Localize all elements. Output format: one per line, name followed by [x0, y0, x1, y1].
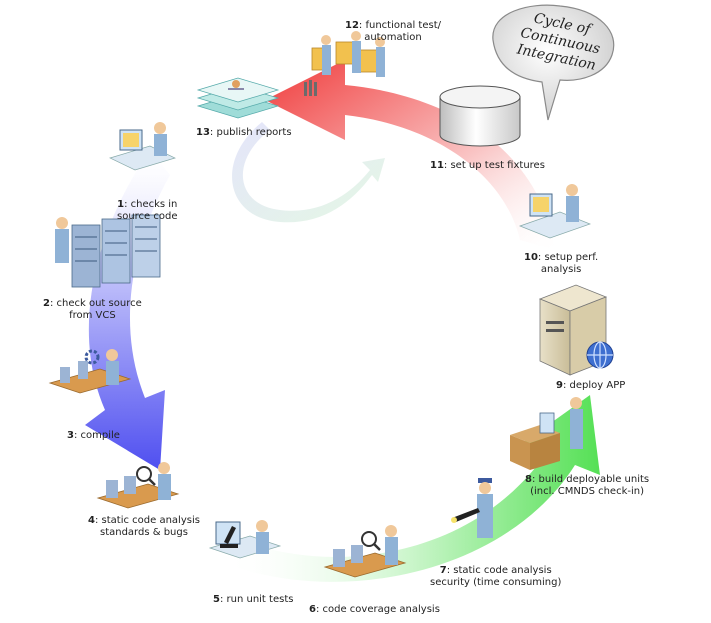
step-13-label: 13: publish reports: [196, 127, 292, 138]
step-12-label: 12: functional test/ automation: [345, 20, 441, 43]
step-10-label: 10: setup perf. analysis: [524, 252, 599, 275]
green-cycle-arrow: [230, 395, 600, 582]
server-rack-icon: [55, 214, 161, 288]
microscope-icon: [208, 520, 282, 559]
inner-faint-cycle: [232, 122, 385, 223]
assembly-line-gear-icon: [48, 349, 132, 394]
web-server-globe-icon: [538, 284, 614, 376]
package-box-icon: [510, 397, 583, 470]
blue-cycle-arrow: [85, 150, 170, 470]
developer-at-desk-icon: [519, 184, 591, 239]
red-cycle-arrow: [265, 60, 555, 250]
step-9-label: 9: deploy APP: [556, 380, 626, 391]
database-cylinder-icon: [439, 85, 521, 147]
developer-at-desk-icon: [109, 122, 176, 171]
cycle-title-bubble: Cycle of Continuous Integration: [492, 4, 615, 121]
step-2-label: 2: check out source from VCS: [43, 298, 142, 321]
magnifier-inspection-icon: [323, 525, 407, 578]
security-guard-icon: [451, 478, 493, 538]
step-6-label: 6: code coverage analysis: [309, 604, 440, 615]
step-11-label: 11: set up test fixtures: [430, 160, 545, 171]
magnifier-inspection-icon: [96, 462, 180, 509]
step-8-label: 8: build deployable units (incl. CMNDS c…: [525, 474, 650, 497]
testers-with-boxes-icon: [304, 31, 385, 96]
step-5-label: 5: run unit tests: [213, 594, 294, 605]
step-3-label: 3: compile: [67, 430, 120, 441]
report-stack-icon: [196, 77, 280, 119]
step-7-label: 7: static code analysis security (time c…: [430, 565, 562, 588]
step-4-label: 4: static code analysis standards & bugs: [88, 515, 200, 538]
step-1-label: 1: checks in source code: [117, 199, 178, 222]
